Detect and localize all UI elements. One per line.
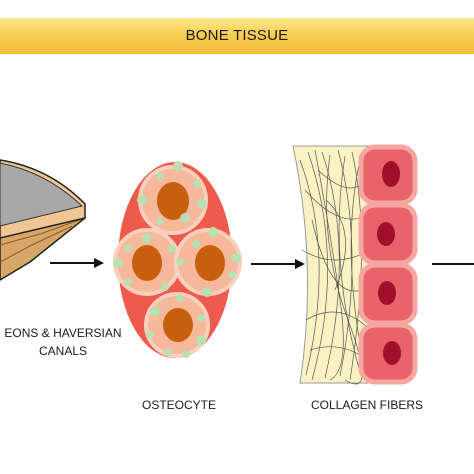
osteon-wedge-illustration [0, 159, 87, 281]
collagen-fibers-illustration [292, 144, 418, 385]
arrow-2 [251, 259, 305, 269]
label-osteons-line1: EONS & HAVERSIAN [4, 326, 122, 340]
osteocyte-cell [138, 165, 208, 235]
banner-title: BONE TISSUE [185, 27, 289, 44]
title-banner: BONE TISSUE [0, 18, 474, 54]
osteocyte-cell [174, 228, 242, 296]
arrow-1 [50, 258, 104, 268]
label-osteocyte: OSTEOCYTE [141, 398, 216, 412]
label-osteons-line2: CANALS [38, 344, 88, 358]
osteocyte-cell [144, 292, 210, 358]
label-collagen-fibers: COLLAGEN FIBERS [310, 398, 424, 412]
label-osteons: EONS & HAVERSIAN CANALS [0, 324, 128, 360]
osteocyte-illustration [113, 161, 242, 358]
